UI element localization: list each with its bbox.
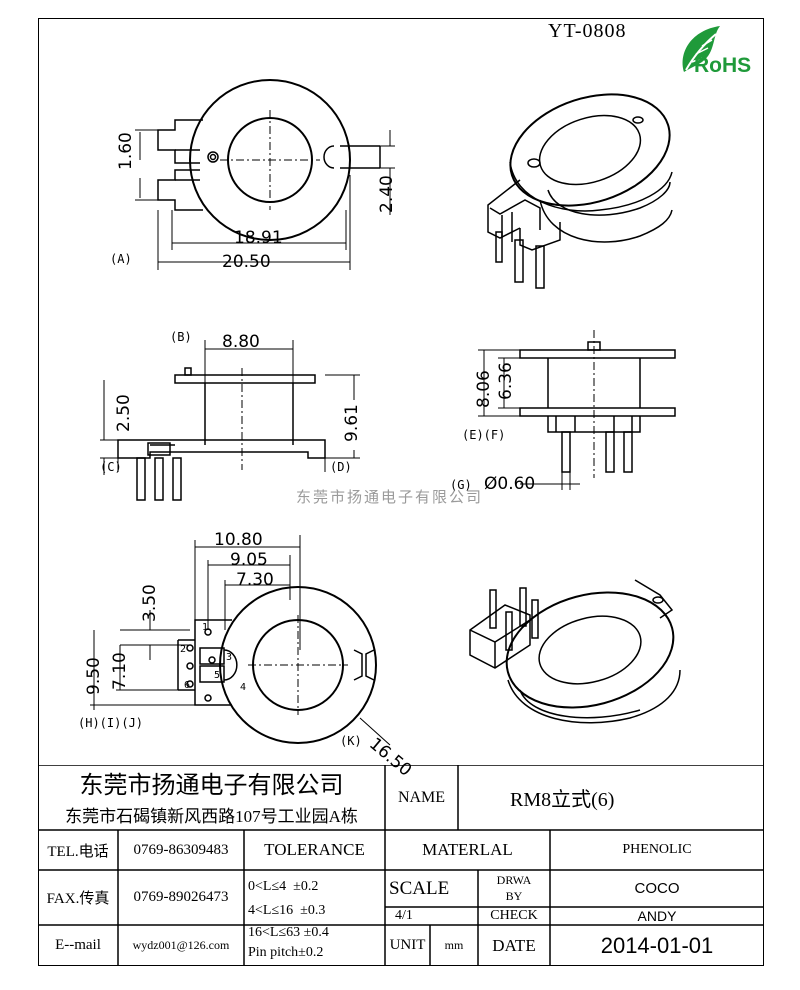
dim-18-91: 18.91 xyxy=(234,228,283,248)
material-label: MATERLAL xyxy=(422,840,513,859)
dim-9-61: 9.61 xyxy=(342,404,362,442)
unit-label: UNIT xyxy=(389,937,426,953)
pin-number-2: 2 xyxy=(180,644,187,655)
dim-8-06: 8.06 xyxy=(474,370,494,408)
date-value: 2014-01-01 xyxy=(600,932,714,958)
company-name: 东莞市扬通电子有限公司 xyxy=(79,772,344,799)
technical-drawing xyxy=(90,79,681,746)
label-b: (B) xyxy=(170,330,192,344)
unit-value: mm xyxy=(444,938,464,952)
tolerance-row-3: 16<L≤63 ±0.4 xyxy=(248,924,329,940)
tolerance-row-1: 0<L≤4 ±0.2 xyxy=(248,878,319,894)
top-view xyxy=(135,79,395,270)
check-value: ANDY xyxy=(637,908,677,924)
dim-2-40: 2.40 xyxy=(377,175,397,213)
tolerance-row-4: Pin pitch±0.2 xyxy=(248,944,324,960)
pin-number-6: 6 xyxy=(184,680,191,691)
label-h-i-j: (H)(I)(J) xyxy=(78,716,144,730)
pin-number-4: 4 xyxy=(240,682,247,693)
email-label: E--mail xyxy=(55,937,101,953)
fax-label: FAX.传真 xyxy=(46,891,110,907)
leaf-icon xyxy=(682,26,720,72)
tel-value: 0769-86309483 xyxy=(133,841,229,858)
tolerance-row-2: 4<L≤16 ±0.3 xyxy=(248,902,326,918)
watermark: 东莞市扬通电子有限公司 xyxy=(296,488,484,506)
side-view xyxy=(478,330,676,490)
label-e-f: (E)(F) xyxy=(462,428,506,442)
drawn-by-label-line2: BY xyxy=(505,889,523,903)
rohs-text: RoHS xyxy=(694,54,752,77)
front-view xyxy=(100,340,360,501)
label-c: (C) xyxy=(100,460,122,474)
pin-number-5: 5 xyxy=(214,670,221,681)
dim-10-80: 10.80 xyxy=(214,530,263,550)
scale-value: 4/1 xyxy=(395,908,413,923)
dim-7-30: 7.30 xyxy=(236,570,274,590)
label-d: (D) xyxy=(330,460,352,474)
isometric-view-2 xyxy=(469,579,681,724)
label-k: (K) xyxy=(340,734,362,748)
check-label: CHECK xyxy=(490,908,538,923)
dim-20-50: 20.50 xyxy=(222,252,271,272)
title-block-grid xyxy=(38,765,764,966)
scale-label: SCALE xyxy=(389,877,450,899)
dim-3-50: 3.50 xyxy=(140,584,160,622)
drawing-frame xyxy=(38,18,764,966)
label-a: (A) xyxy=(110,252,132,266)
pin-number-1: 1 xyxy=(202,622,209,633)
dim-9-05: 9.05 xyxy=(230,550,268,570)
dim-9-50: 9.50 xyxy=(84,657,104,695)
dim-8-80: 8.80 xyxy=(222,332,260,352)
material-value: PHENOLIC xyxy=(622,842,692,857)
name-label: NAME xyxy=(397,788,446,806)
name-value: RM8立式(6) xyxy=(510,789,615,811)
label-g: (G) xyxy=(450,478,472,492)
dim-1-60: 1.60 xyxy=(116,132,136,170)
fax-value: 0769-89026473 xyxy=(133,889,229,905)
date-label: DATE xyxy=(492,935,536,955)
drawn-by-label-line1: DRWA xyxy=(496,873,532,887)
rohs-logo: RoHS xyxy=(672,22,764,82)
dim-pin-diameter: Ø0.60 xyxy=(484,474,536,494)
drawn-by-value: COCO xyxy=(634,880,680,897)
model-number: YT-0808 xyxy=(548,20,627,42)
title-block: 东莞市扬通电子有限公司 东莞市石碣镇新风西路107号工业园A栋 NAME RM8… xyxy=(38,765,764,966)
pin-number-3: 3 xyxy=(226,652,233,663)
isometric-view-1 xyxy=(487,93,673,289)
bottom-view xyxy=(90,535,391,746)
dim-6-36: 6.36 xyxy=(496,362,516,400)
tolerance-label: TOLERANCE xyxy=(264,840,365,859)
dim-7-10: 7.10 xyxy=(110,652,130,690)
dim-2-50: 2.50 xyxy=(114,394,134,432)
company-address: 东莞市石碣镇新风西路107号工业园A栋 xyxy=(65,807,358,826)
tel-label: TEL.电话 xyxy=(47,843,109,860)
email-value: wydz001@126.com xyxy=(132,938,230,952)
